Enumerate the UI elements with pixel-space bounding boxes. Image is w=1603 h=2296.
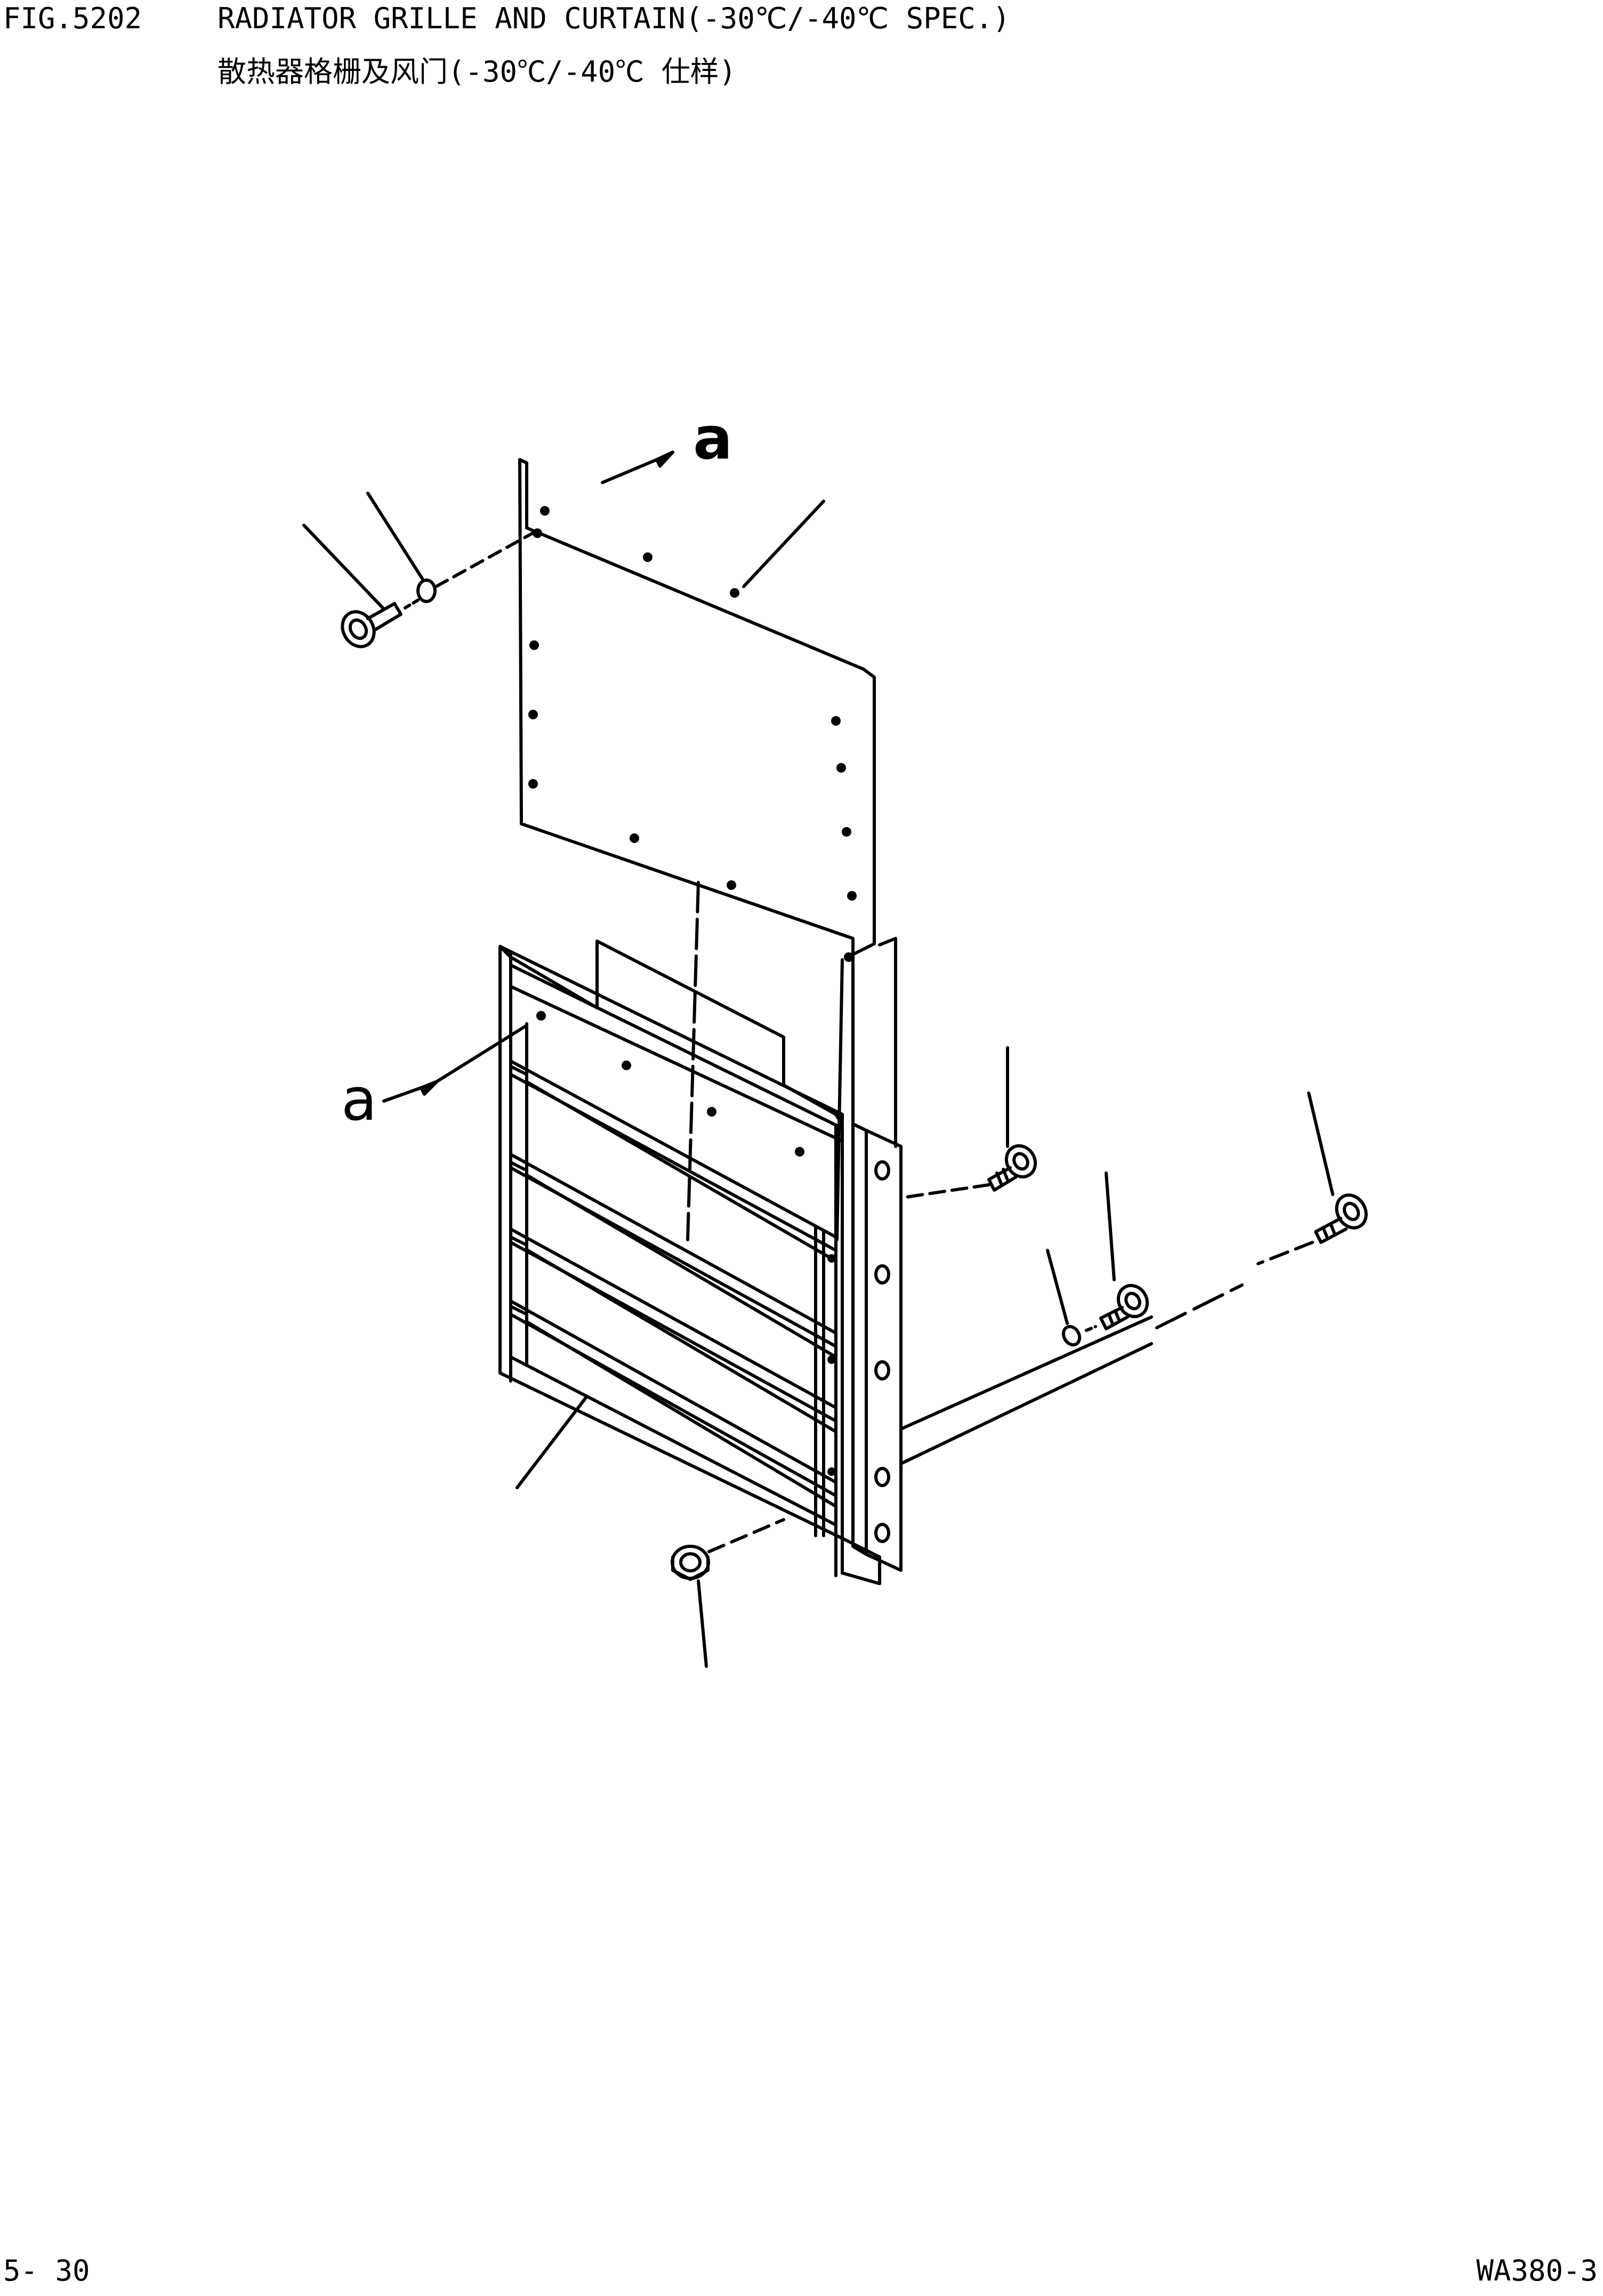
- curtain-leader-line: [742, 500, 825, 588]
- figure-title-chinese: 散热器格栅及风门(-30℃/-40℃ 仕样): [218, 55, 737, 89]
- model-code: WA380-3: [1476, 2254, 1598, 2287]
- washer-right-icon: [1061, 1324, 1082, 1347]
- reference-arrow-a-left: [382, 1025, 527, 1103]
- reference-label-a-upper: a: [693, 404, 732, 472]
- reference-label-a-left: a: [341, 1065, 377, 1134]
- page-number: 5- 30: [3, 2254, 90, 2287]
- figure-number: FIG.5202: [3, 2, 142, 35]
- nut-lower-icon: [671, 1545, 710, 1581]
- bolt-upper-left-icon: [341, 602, 402, 648]
- bolt-center-lower-icon: [1099, 1283, 1149, 1330]
- washer-upper-left-icon: [416, 579, 437, 603]
- grille-leader-line: [515, 1395, 588, 1489]
- figure-title-english: RADIATOR GRILLE AND CURTAIN(-30℃/-40℃ SP…: [218, 2, 1010, 35]
- radiator-grille: [498, 937, 903, 1585]
- bolt-far-right-icon: [1314, 1193, 1368, 1244]
- louver-slats: [509, 1059, 837, 1537]
- curtain-panel: [518, 458, 876, 962]
- reference-arrow-a-upper: [601, 451, 674, 484]
- bolt-center-right-icon: [987, 1144, 1037, 1192]
- support-rod: [899, 1283, 1244, 1465]
